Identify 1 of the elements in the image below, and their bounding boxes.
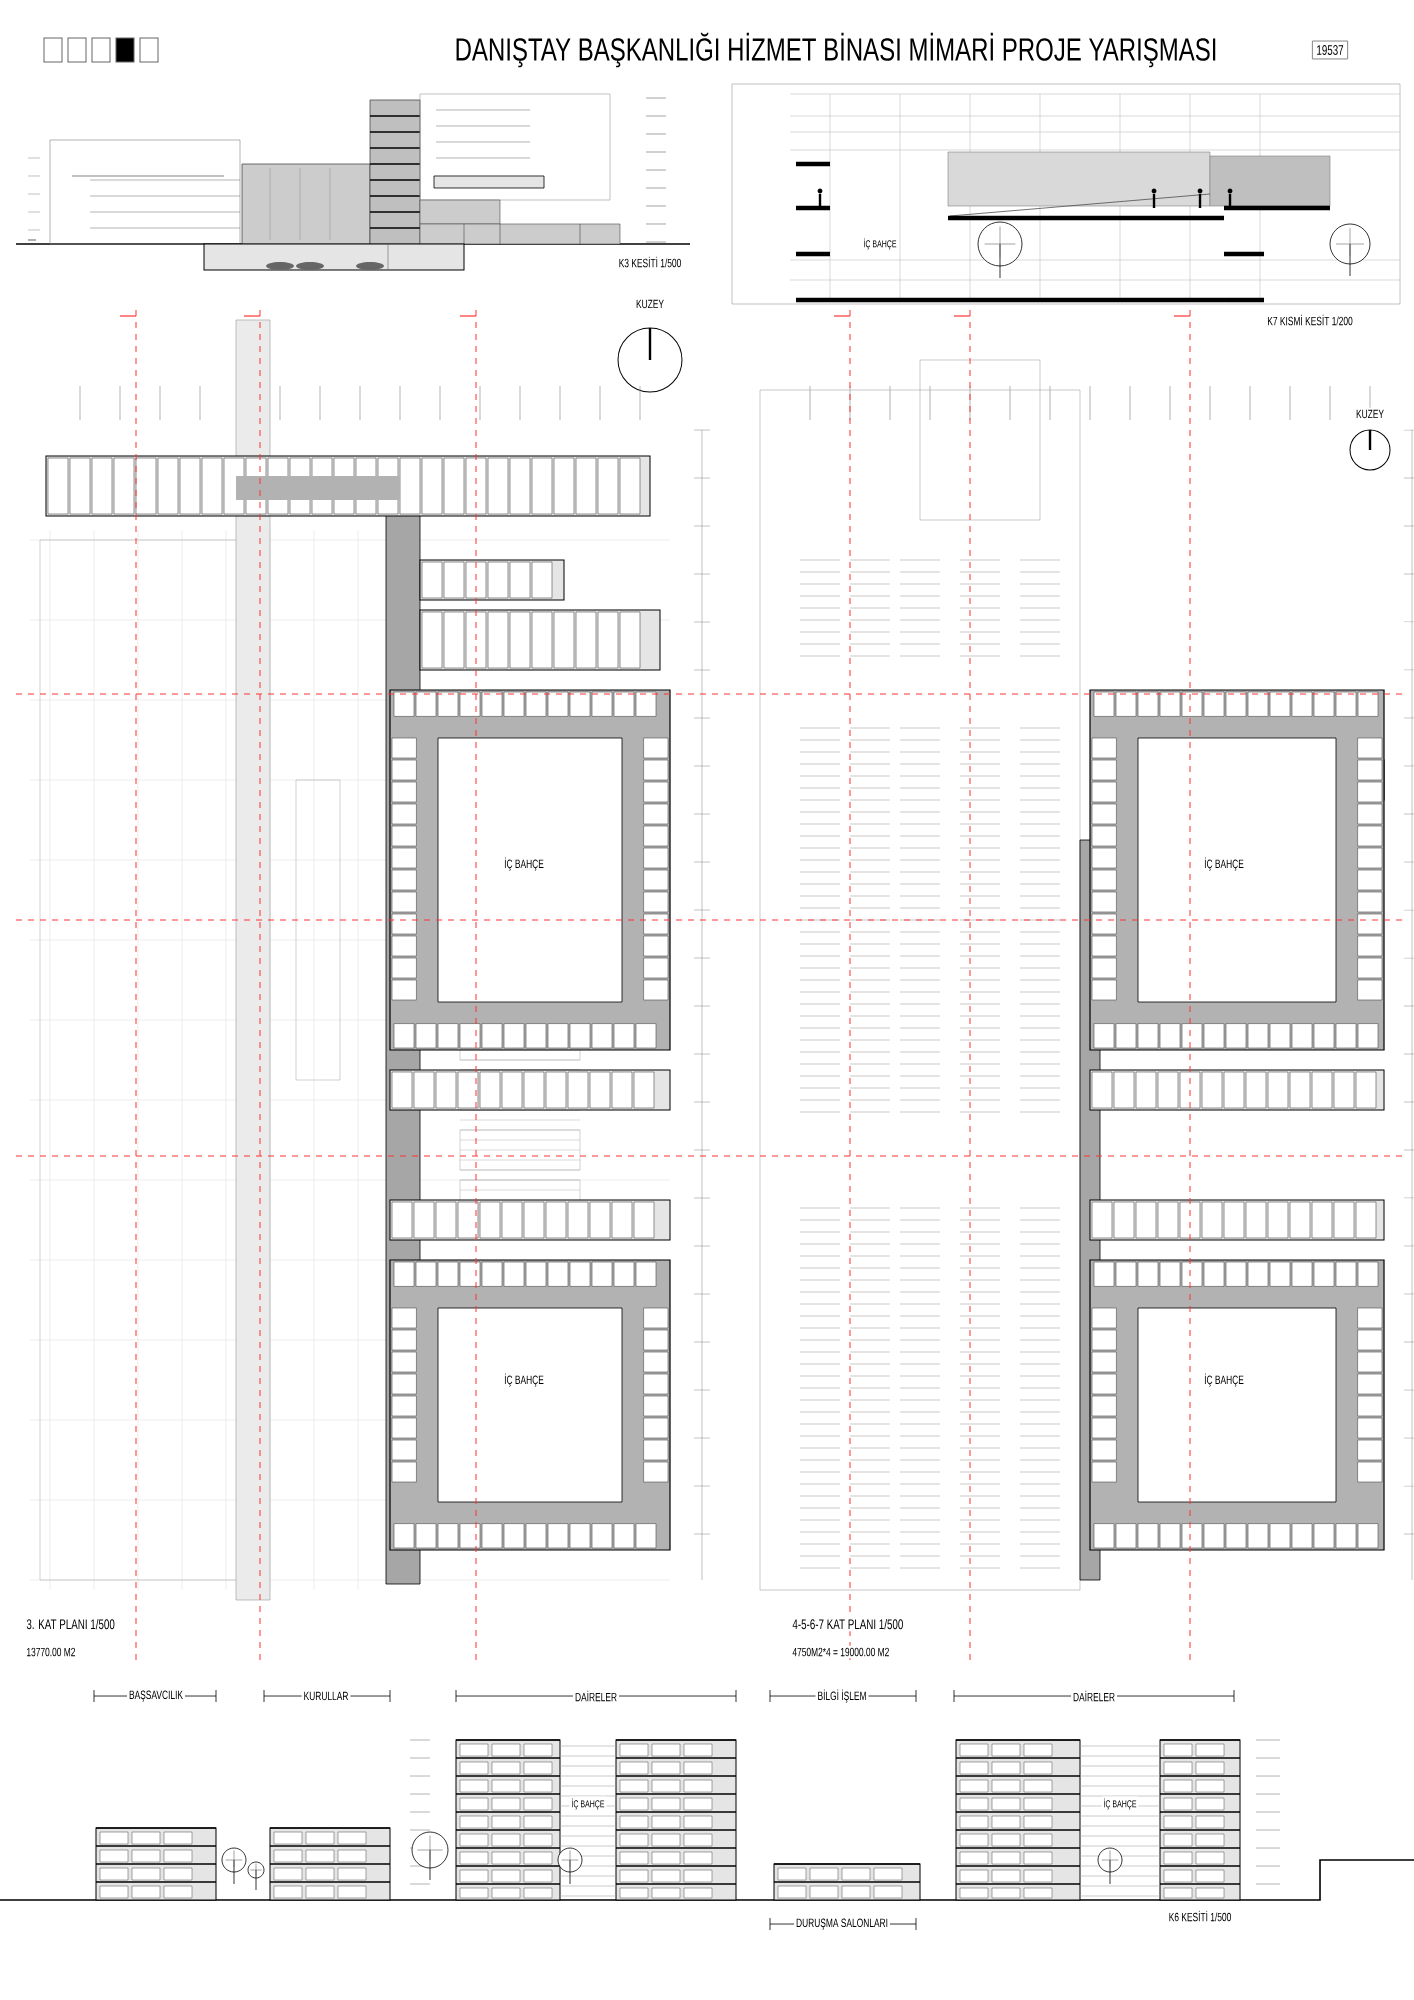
title: DANIŞTAY BAŞKANLIĞI HİZMET BİNASI MİMARİ PROJE YARIŞMASI bbox=[456, 32, 1216, 68]
